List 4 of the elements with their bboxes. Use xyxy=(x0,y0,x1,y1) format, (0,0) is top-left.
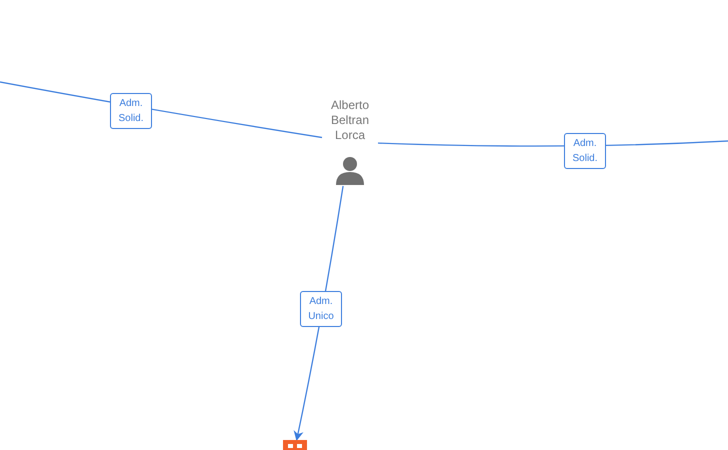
edge-label: Adm. Solid. xyxy=(564,133,606,169)
person-name: Alberto Beltran Lorca xyxy=(330,98,370,143)
edge-label: Adm. Solid. xyxy=(110,93,152,129)
edge-label: Adm. Unico xyxy=(300,291,342,327)
